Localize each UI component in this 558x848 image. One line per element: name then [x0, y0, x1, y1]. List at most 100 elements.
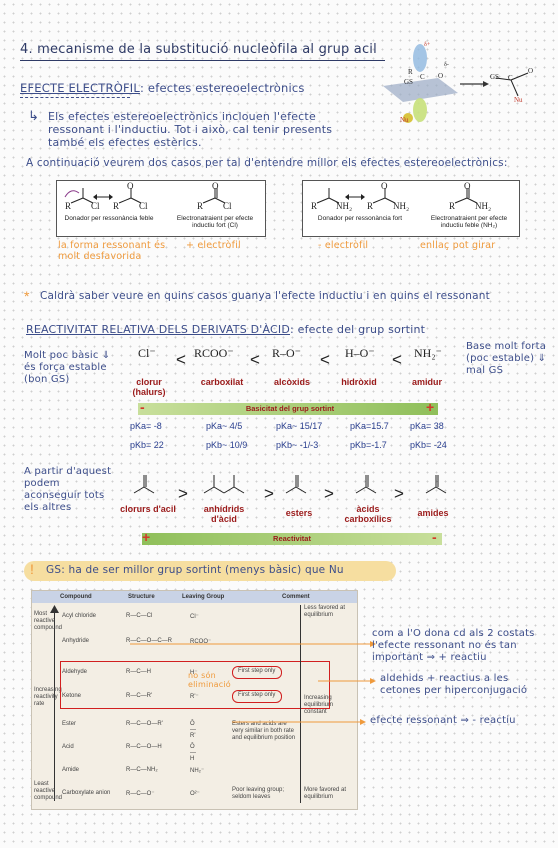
gt-symbol-3: >: [324, 484, 334, 503]
reactivity-structures-svg: [133, 475, 447, 494]
table-row-lg-7: O²⁻: [190, 791, 200, 797]
first-step-oval-1: [232, 666, 282, 679]
lg-name-hydroxide: hidròxid: [341, 377, 377, 387]
side-note-ester: efecte ressonant ⇒ - reactiu: [370, 715, 516, 726]
section2-subtitle: : efecte del grup sortint: [290, 323, 426, 336]
title-text: mecanisme de la substitució nucleòfila a…: [37, 42, 377, 57]
table-row-compound-6: Amide: [62, 767, 80, 773]
box-right-NH2-1: NH₂: [336, 201, 353, 211]
box-acyl-chloride: R Cl O R Cl O R Cl Donador per ressonànc…: [56, 180, 266, 237]
first-step-oval-2: [232, 690, 282, 703]
fig-Nu-2: Nu: [514, 96, 523, 104]
table-header-bg: [32, 591, 357, 603]
table-row-structure-6: R—C—NH₂: [126, 767, 158, 773]
reactivity-anhydride: anhídrids d'àcid: [203, 504, 245, 524]
basicity-bar: [138, 403, 438, 415]
pkb-amide: pKb= -24: [410, 440, 447, 450]
lg-formula-amide: NH₂⁻: [414, 346, 442, 360]
pka-alkoxide: pKa~ 15/17: [276, 421, 323, 431]
table-row-structure-1: R—C—O—C—R: [126, 638, 172, 644]
table-arrow-head-icon: [50, 605, 59, 613]
first-step-label-2: First step only: [238, 692, 276, 698]
table-row-structure-2: R—C—H: [126, 669, 151, 675]
box-right-NH2-2: NH₂: [393, 201, 410, 211]
lg-formula-hydroxide: H–O⁻: [345, 346, 375, 360]
box-left-R1: R: [65, 201, 72, 211]
reactivity-amide: amides: [417, 508, 449, 518]
basicity-bar-label: Basicitat del grup sortint: [245, 404, 335, 413]
side-note-anhydride: com a l'O dona cd als 2 costats l'efecte…: [372, 628, 535, 663]
pka-amide: pKa= 38: [410, 421, 444, 431]
table-row-structure-4: R—C—O—R': [126, 721, 163, 727]
fig-O-2: O: [528, 67, 534, 75]
box-left-note1: la forma ressonant és molt desfavorida: [58, 240, 166, 262]
fig-R: R: [408, 68, 413, 76]
reactivity-left-note: A partir d'aquest podem aconseguir tots …: [24, 466, 112, 513]
side-note-aldehyde: aldehids + reactius a les cetones per hi…: [380, 673, 528, 696]
warning-icon: !: [30, 561, 34, 577]
box-left-O2: O: [127, 181, 134, 191]
lt-symbol-4: <: [392, 350, 402, 369]
box-left-note2: + electròfil: [186, 240, 241, 251]
section1-heading: EFECTE ELECTRÒFIL: efectes estereoelectr…: [20, 81, 305, 95]
reactivity-plus: +: [142, 529, 151, 545]
fig-C-2: C: [508, 74, 513, 82]
table-header-comment: Comment: [282, 594, 310, 600]
pkb-chloride: pKb= 22: [130, 440, 164, 450]
section1-subtitle: : efectes estereoelectrònics: [139, 81, 305, 95]
fig-Nu: Nu: [400, 116, 409, 124]
comment-poor-lg: Poor leaving group; seldom leaves: [232, 787, 285, 800]
pka-hydroxide: pKa=15.7: [350, 421, 389, 431]
table-header-leaving-group: Leaving Group: [182, 594, 225, 600]
table-row-compound-4: Ester: [62, 721, 77, 727]
leaving-group-table: Compound Structure Leaving Group Comment…: [31, 590, 358, 810]
table-row-lg-0: Cl⁻: [190, 614, 199, 620]
table-row-structure-0: R—C—Cl: [126, 613, 153, 619]
section1-underline: [20, 97, 130, 98]
table-row-structure-5: R—C—O—H: [126, 744, 162, 750]
table-row-compound-5: Acid: [62, 744, 74, 750]
highlight-box: [24, 561, 396, 581]
box-right-O3: O: [464, 181, 471, 191]
comment-less-favored: Less favored at equilibrium: [304, 605, 346, 618]
box-right-donor-caption: Donador per ressonància fort: [317, 215, 403, 222]
table-arrow-line: [54, 611, 55, 801]
lt-symbol-3: <: [320, 350, 330, 369]
star-icon: *: [24, 288, 30, 304]
basicity-minus: -: [140, 399, 145, 415]
comment-increasing-k: Increasing equilibrium constant: [304, 695, 334, 715]
box-left-acceptor-caption: Electronatraient per efecte inductiu for…: [176, 215, 254, 229]
basicity-plus: +: [426, 399, 435, 415]
lg-name-amide: amidur: [411, 377, 442, 387]
title-underline: [20, 60, 385, 61]
table-right-line: [300, 605, 301, 803]
box-right-note1: - electròfil: [318, 240, 369, 251]
title-number: 4.: [20, 42, 33, 57]
lg-name-chloride: clorur (halurs): [132, 377, 166, 397]
highlight-text: GS: ha de ser millor grup sortint (menys…: [46, 564, 344, 576]
comment-more-favored: More favored at equilibrium: [304, 787, 347, 800]
box-amide: R NH₂ O R NH₂ O R NH₂ Donador per resson…: [302, 180, 520, 237]
table-header-compound: Compound: [60, 594, 92, 600]
reactivity-acyl-chloride: clorurs d'acil: [120, 504, 176, 514]
table-red-box: [60, 661, 330, 709]
lg-name-carboxylate: carboxilat: [200, 377, 244, 387]
gt-symbol-2: >: [264, 484, 274, 503]
no-elim-note: no són eliminació: [188, 671, 231, 689]
reactivity-bar: [142, 533, 442, 545]
fig-GS: GS: [404, 78, 413, 86]
box-left-donor-caption: Donador per ressonància feble: [64, 215, 154, 222]
arrow-bullet-icon: ↳: [28, 109, 40, 124]
table-least-reactive: Least reactive compound: [34, 781, 63, 801]
table-row-lg-2: H⁻: [190, 670, 198, 676]
table-row-compound-1: Anhydride: [62, 638, 90, 644]
lt-symbol-2: <: [250, 350, 260, 369]
table-row-lg-4: Ō—R': [190, 721, 196, 739]
table-row-lg-1: RCOO⁻: [190, 639, 212, 645]
box-right-NH2-3: NH₂: [475, 201, 492, 211]
table-row-lg-6: NH₂⁻: [190, 768, 205, 774]
table-header-structure: Structure: [128, 594, 155, 600]
first-step-label-1: First step only: [238, 668, 276, 674]
box-left-Cl2: Cl: [139, 201, 148, 211]
table-most-reactive: Most reactive compound: [34, 611, 63, 631]
